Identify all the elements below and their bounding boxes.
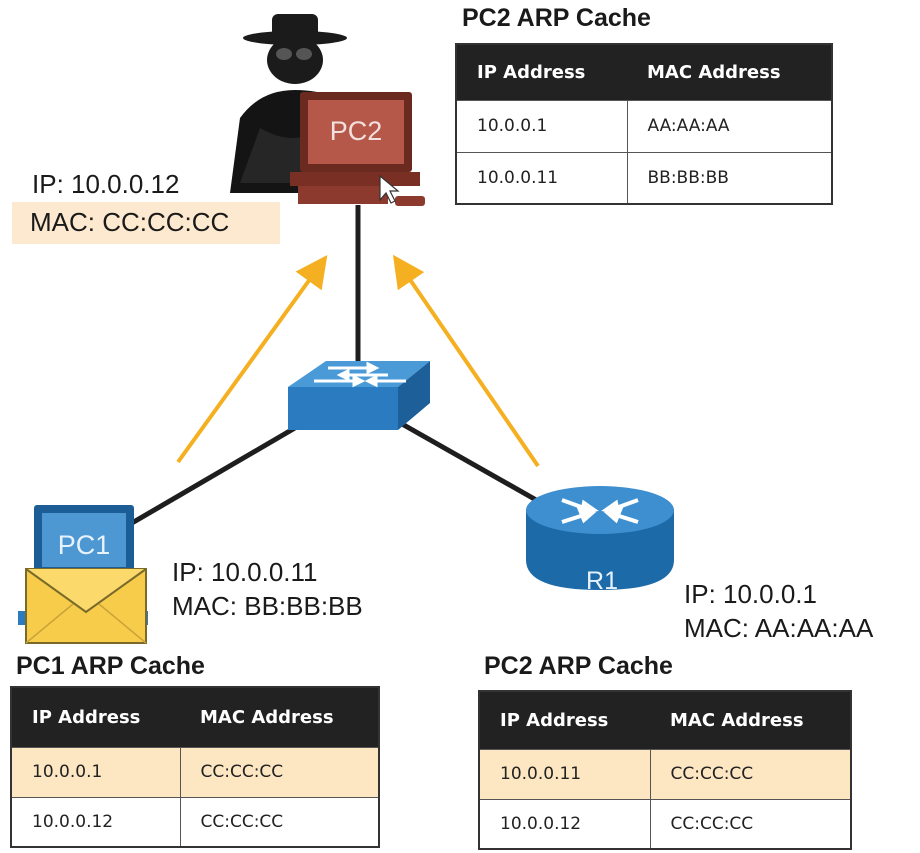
pc2-arp-cache-table-bottom: IP Address MAC Address 10.0.0.11 CC:CC:C… bbox=[478, 690, 852, 850]
cell-mac: AA:AA:AA bbox=[626, 99, 833, 153]
pc2-computer-icon bbox=[290, 92, 425, 206]
column-header-ip: IP Address bbox=[456, 44, 627, 100]
column-header-mac: MAC Address bbox=[180, 687, 379, 747]
r1-mac-label: MAC: AA:AA:AA bbox=[684, 613, 874, 643]
pc1-arp-cache-table: IP Address MAC Address 10.0.0.1 CC:CC:CC… bbox=[10, 686, 380, 848]
column-header-ip: IP Address bbox=[11, 687, 180, 747]
column-header-mac: MAC Address bbox=[627, 44, 832, 100]
cell-ip: 10.0.0.1 bbox=[455, 99, 628, 153]
link-switch-r1 bbox=[393, 417, 547, 508]
cell-ip: 10.0.0.1 bbox=[10, 746, 181, 798]
mouse-cursor-icon bbox=[379, 174, 400, 204]
cell-mac: CC:CC:CC bbox=[649, 748, 852, 800]
cell-ip: 10.0.0.11 bbox=[478, 748, 651, 800]
cell-ip: 10.0.0.12 bbox=[478, 798, 651, 850]
table-row: 10.0.0.11 BB:BB:BB bbox=[455, 151, 833, 205]
table-row: 10.0.0.11 CC:CC:CC bbox=[478, 748, 852, 800]
cell-ip: 10.0.0.12 bbox=[10, 796, 181, 848]
cell-mac: BB:BB:BB bbox=[626, 151, 833, 205]
pc2-ip-label: IP: 10.0.0.12 bbox=[32, 169, 180, 199]
table-row: 10.0.0.12 CC:CC:CC bbox=[10, 796, 380, 848]
pc2-device-label: PC2 bbox=[329, 116, 383, 146]
pc2-arp-cache-title-bottom: PC2 ARP Cache bbox=[484, 652, 673, 680]
pc1-ip-label: IP: 10.0.0.11 bbox=[172, 557, 318, 587]
column-header-ip: IP Address bbox=[479, 691, 650, 749]
arrow-r1-to-pc2 bbox=[392, 254, 540, 468]
r1-ip-label: IP: 10.0.0.1 bbox=[684, 579, 817, 609]
r1-router-icon bbox=[526, 486, 674, 590]
pc2-arp-cache-table-top: IP Address MAC Address 10.0.0.1 AA:AA:AA… bbox=[455, 43, 833, 205]
pc2-arp-cache-title-top: PC2 ARP Cache bbox=[462, 4, 651, 32]
cell-mac: CC:CC:CC bbox=[179, 796, 380, 848]
r1-device-label: R1 bbox=[586, 567, 618, 595]
cell-mac: CC:CC:CC bbox=[179, 746, 380, 798]
table-row: 10.0.0.12 CC:CC:CC bbox=[478, 798, 852, 850]
pc1-mac-label: MAC: BB:BB:BB bbox=[172, 591, 363, 621]
pc2-mac-label: MAC: CC:CC:CC bbox=[12, 202, 280, 244]
link-switch-pc1 bbox=[118, 422, 302, 533]
cell-ip: 10.0.0.11 bbox=[455, 151, 628, 205]
envelope-icon bbox=[25, 568, 147, 644]
pc1-device-label: PC1 bbox=[57, 530, 111, 560]
pc1-computer-icon bbox=[18, 505, 148, 625]
switch-icon bbox=[288, 361, 430, 430]
cell-mac: CC:CC:CC bbox=[649, 798, 852, 850]
pc1-arp-cache-title: PC1 ARP Cache bbox=[16, 652, 205, 680]
column-header-mac: MAC Address bbox=[650, 691, 851, 749]
table-row: 10.0.0.1 AA:AA:AA bbox=[455, 99, 833, 153]
arrow-pc1-to-pc2 bbox=[176, 255, 328, 464]
table-row: 10.0.0.1 CC:CC:CC bbox=[10, 746, 380, 798]
